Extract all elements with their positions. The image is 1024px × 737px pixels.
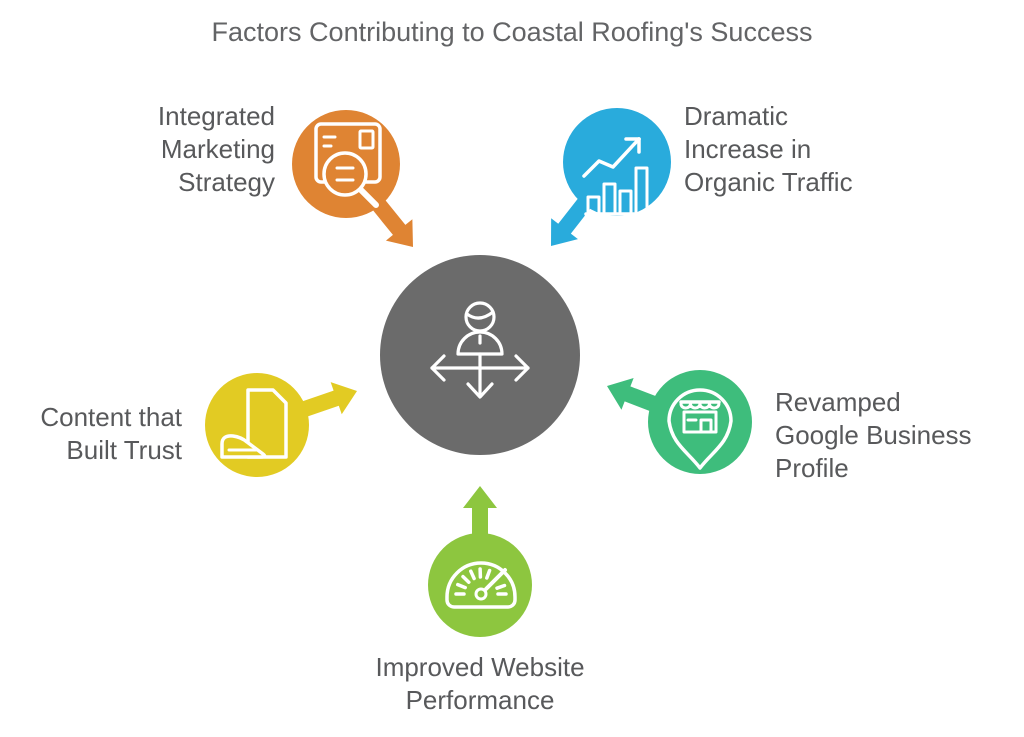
- label-website-performance: Improved Website Performance: [375, 652, 585, 716]
- label-integrated-marketing: Integrated Marketing Strategy: [157, 101, 275, 198]
- label-organic-traffic: Dramatic Increase in Organic Traffic: [684, 101, 853, 198]
- growth-chart-icon: [582, 137, 652, 216]
- diagram-title: Factors Contributing to Coastal Roofing'…: [211, 17, 813, 47]
- person-direction-icon: [430, 301, 530, 399]
- performance-arrow-to-center: [463, 486, 497, 568]
- factor-node-content-trust: [205, 373, 357, 477]
- factor-node-google-business: [607, 370, 752, 474]
- document-icon: [220, 388, 288, 459]
- label-google-business: Revamped Google Business Profile: [775, 387, 972, 484]
- store-location-pin-icon: [667, 388, 733, 470]
- factor-node-integrated-marketing: [292, 110, 413, 247]
- label-content-trust: Content that Built Trust: [40, 402, 182, 466]
- factor-node-organic-traffic: [551, 108, 671, 246]
- factor-node-website-performance: [428, 486, 532, 637]
- speedometer-icon: [445, 561, 517, 609]
- performance-circle: [428, 533, 532, 637]
- browser-search-icon: [314, 122, 382, 208]
- center-node: [380, 255, 580, 455]
